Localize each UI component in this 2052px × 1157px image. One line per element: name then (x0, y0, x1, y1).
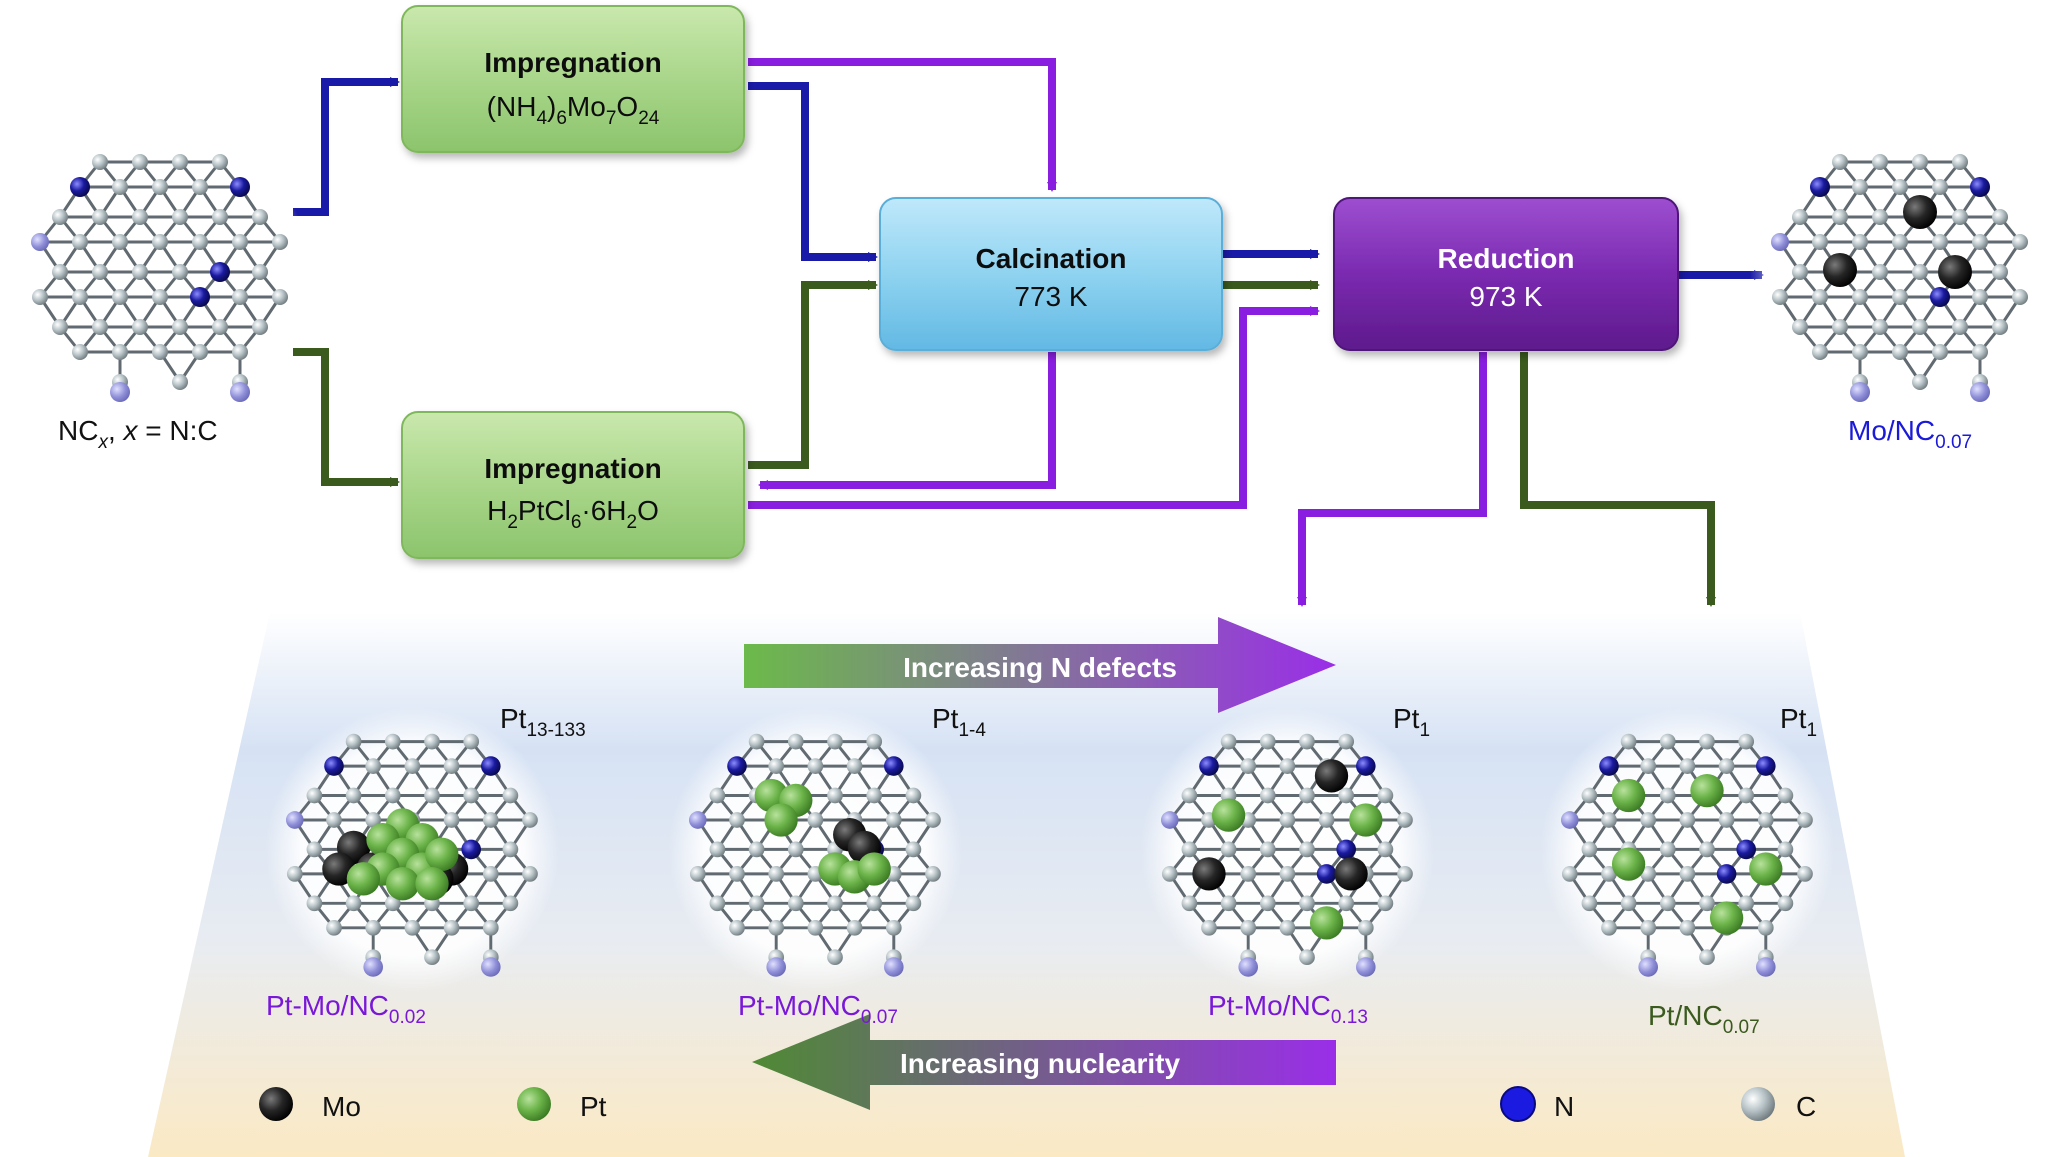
flow-imp-pt-to-calc-green (748, 280, 878, 469)
increasing-nuclearity-text: Increasing nuclearity (900, 1048, 1181, 1079)
sample-2-cluster (668, 707, 963, 992)
flow-lines (293, 58, 1764, 607)
mo-nc-cluster (1750, 127, 2050, 417)
legend: Mo Pt N C (259, 1086, 1816, 1122)
legend-mo-label: Mo (322, 1091, 361, 1122)
product-mo-nc-label: Mo/NC0.07 (1848, 415, 1972, 453)
flow-imp-mo-to-calc-purple (748, 58, 1057, 192)
sample-1-name: Pt-Mo/NC0.02 (266, 990, 426, 1028)
flow-red-to-ptnc-green (1520, 352, 1716, 607)
legend-n-label: N (1554, 1091, 1574, 1122)
impregnation-pt-title: Impregnation (484, 453, 661, 484)
sample-4-cluster (1540, 707, 1835, 992)
sample-4-size-label: Pt1 (1780, 703, 1817, 741)
sample-2-size-label: Pt1-4 (932, 703, 986, 741)
increasing-n-defects-arrow: Increasing N defects (744, 617, 1336, 713)
flow-imp-pt-to-red-purple (748, 306, 1320, 509)
sample-4-name: Pt/NC0.07 (1648, 1000, 1760, 1038)
sample-floor (148, 612, 1905, 1157)
nc-support-cluster (10, 127, 310, 417)
impregnation-mo-precursor: (NH4)6Mo7O24 (487, 91, 660, 129)
flow-imp-mo-to-calc-blue (748, 82, 878, 262)
sample-3-cluster (1140, 707, 1435, 992)
impregnation-pt-box: Impregnation H2PtCl6·6H2O (401, 411, 745, 559)
legend-pt-swatch (517, 1087, 551, 1121)
reduction-title: Reduction (1438, 243, 1575, 274)
sample-1-size-label: Pt13-133 (500, 703, 586, 741)
reduction-box: Reduction 973 K (1333, 197, 1679, 351)
sample-3-name: Pt-Mo/NC0.13 (1208, 990, 1368, 1028)
reduction-temperature: 973 K (1469, 281, 1542, 312)
calcination-temperature: 773 K (1014, 281, 1087, 312)
support-label: NCx, x = N:C (58, 415, 218, 453)
sample-1-cluster (265, 707, 560, 992)
impregnation-mo-title: Impregnation (484, 47, 661, 78)
calcination-box: Calcination 773 K (879, 197, 1223, 351)
calcination-title: Calcination (976, 243, 1127, 274)
flow-nc-to-imp-mo (293, 77, 400, 216)
sample-3-size-label: Pt1 (1393, 703, 1430, 741)
sample-2-name: Pt-Mo/NC0.07 (738, 990, 898, 1028)
flow-nc-to-imp-pt (293, 348, 400, 487)
increasing-nuclearity-arrow: Increasing nuclearity (752, 1014, 1336, 1110)
flow-red-to-ptmo-purple (1297, 352, 1487, 607)
impregnation-mo-box: Impregnation (NH4)6Mo7O24 (401, 5, 745, 153)
graphene-clusters (10, 127, 2050, 992)
legend-n-swatch (1500, 1086, 1536, 1122)
legend-c-swatch (1741, 1087, 1775, 1121)
flow-calc-to-imp-pt-purple (758, 352, 1056, 490)
increasing-n-defects-text: Increasing N defects (903, 652, 1177, 683)
legend-pt-label: Pt (580, 1091, 607, 1122)
impregnation-pt-precursor: H2PtCl6·6H2O (487, 495, 659, 533)
legend-mo-swatch (259, 1087, 293, 1121)
legend-c-label: C (1796, 1091, 1816, 1122)
